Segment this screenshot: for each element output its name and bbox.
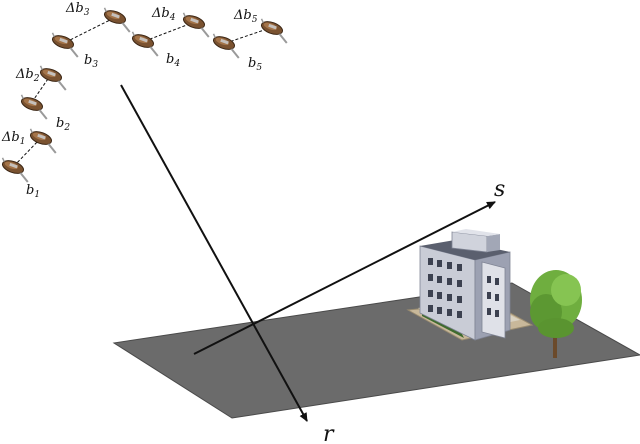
satellite-3b [98,6,136,33]
delta-b5-label: Δb5 [233,8,258,25]
satellite-4a [126,30,164,57]
s-axis-label: s [494,177,505,202]
baseline-link-2 [31,75,51,103]
satellite-2b [34,64,72,91]
delta-b1-label: Δb1 [1,130,25,147]
baseline-link-4 [144,22,193,42]
b5-label: b5 [248,56,262,73]
delta-b4-label: Δb4 [151,6,176,23]
satellite-4b [177,11,215,38]
satellite-5a [207,32,245,59]
b2-label: b2 [56,116,70,133]
r-axis-line [120,84,308,422]
satellite-2a [15,93,53,120]
satellite-1b [24,127,62,154]
s-axis-line [193,201,496,355]
satellite-1a [0,156,34,183]
baseline-link-1 [13,138,41,167]
b4-label: b4 [166,52,180,69]
satellite-5b [255,17,293,44]
b3-label: b3 [84,53,98,70]
b1-label: b1 [26,183,40,200]
baseline-link-5 [225,27,271,44]
tree [530,270,582,358]
delta-b3-label: Δb3 [65,1,90,18]
r-axis-label: r [323,422,335,444]
baseline-link-3 [65,18,113,43]
building [406,229,534,341]
delta-b2-label: Δb2 [15,67,40,84]
